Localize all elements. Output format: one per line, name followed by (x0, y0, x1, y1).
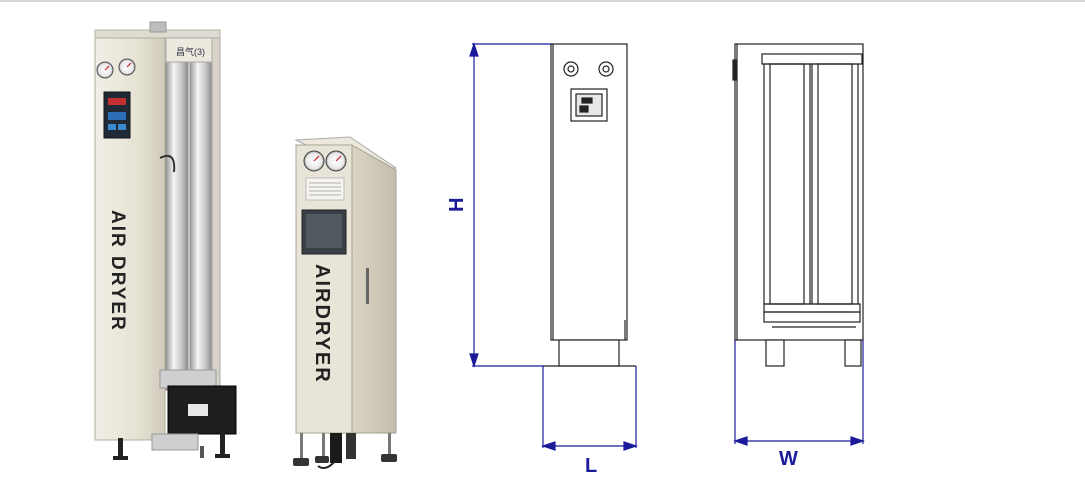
height-label: H (446, 198, 468, 212)
top-divider (0, 0, 1085, 2)
length-dimension (541, 441, 638, 451)
tall-dryer-label: AIR DRYER (107, 210, 128, 332)
box-air-dryer: AIRDRYER (293, 136, 398, 469)
width-label: W (779, 448, 798, 470)
front-view-drawing (542, 43, 637, 448)
side-view-drawing (732, 43, 864, 444)
height-dimension (469, 42, 551, 368)
tall-dryer-badge: 昌气(3) (176, 46, 205, 57)
box-dryer-label: AIRDRYER (311, 264, 333, 384)
tall-air-dryer: 昌气(3) AIR DRYER (94, 21, 237, 460)
length-label: L (585, 455, 597, 477)
width-dimension (733, 436, 865, 446)
